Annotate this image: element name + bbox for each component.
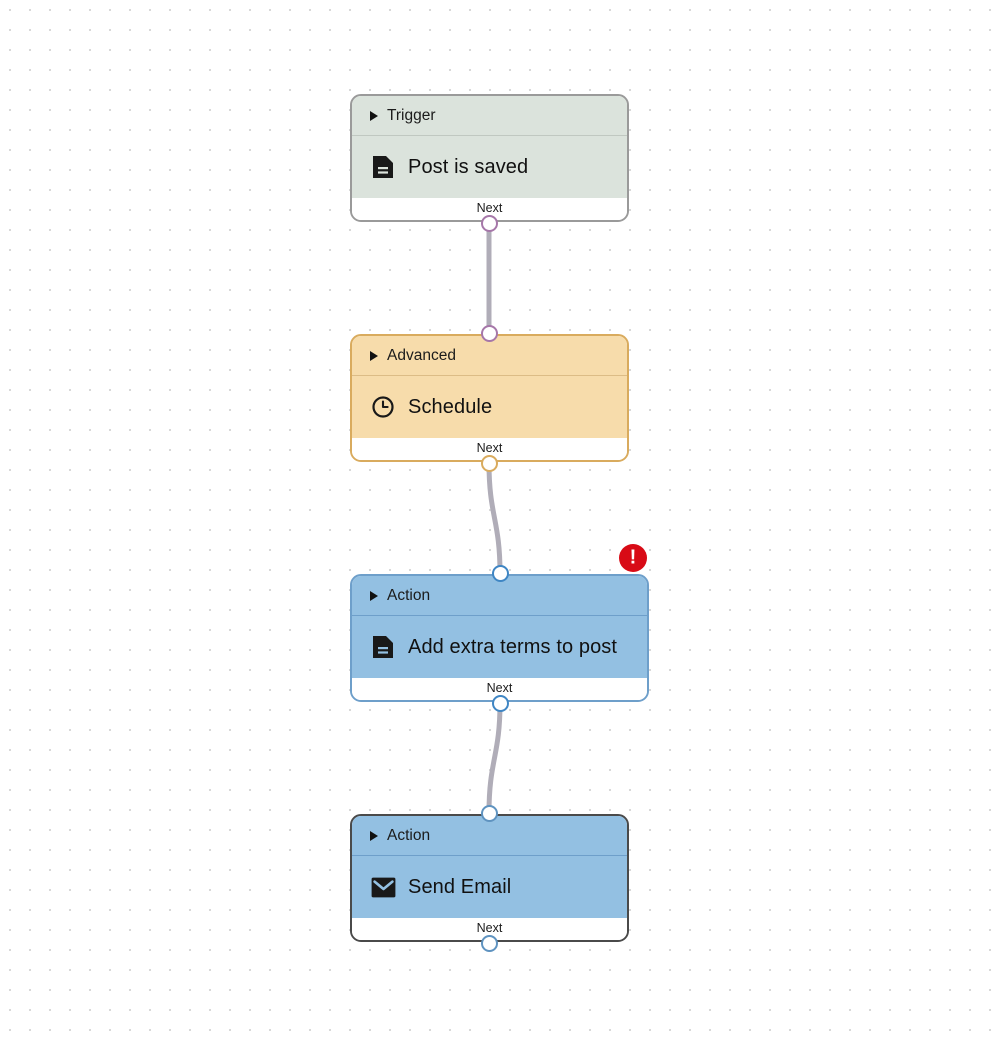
port-trigger-out[interactable] — [480, 214, 498, 232]
node-body-action-terms[interactable]: Add extra terms to post — [352, 616, 647, 678]
node-footer-next[interactable]: Next — [352, 198, 627, 220]
chevron-right-icon[interactable] — [370, 110, 378, 121]
port-terms-in[interactable] — [491, 564, 509, 582]
node-footer-next[interactable]: Next — [352, 918, 627, 940]
node-title: Post is saved — [408, 155, 529, 178]
chevron-right-icon[interactable] — [370, 830, 378, 841]
workflow-node-action-terms[interactable]: Action Add extra terms to post Next — [350, 574, 649, 702]
node-header-advanced[interactable]: Advanced — [352, 336, 627, 375]
port-email-in[interactable] — [480, 804, 498, 822]
chevron-right-icon[interactable] — [370, 350, 378, 361]
edge-advanced-to-terms — [486, 460, 503, 576]
port-email-out[interactable] — [480, 934, 498, 952]
node-header-action-email[interactable]: Action — [352, 816, 627, 855]
chevron-right-icon[interactable] — [370, 590, 378, 601]
node-divider — [352, 615, 647, 616]
node-footer-label: Next — [486, 681, 513, 695]
node-header-label: Advanced — [387, 346, 456, 364]
node-footer-next[interactable]: Next — [352, 438, 627, 460]
node-header-label: Action — [387, 826, 431, 844]
node-divider — [352, 135, 627, 136]
node-footer-next[interactable]: Next — [352, 678, 647, 700]
node-footer-label: Next — [476, 921, 503, 935]
edge-terms-to-email — [486, 700, 503, 816]
node-divider — [352, 855, 627, 856]
document-icon — [370, 634, 396, 660]
node-body-action-email[interactable]: Send Email — [352, 856, 627, 918]
node-divider — [352, 375, 627, 376]
node-title: Add extra terms to post — [408, 635, 618, 658]
workflow-node-advanced[interactable]: Advanced Schedule Next — [350, 334, 629, 462]
node-body-advanced[interactable]: Schedule — [352, 376, 627, 438]
node-footer-label: Next — [476, 201, 503, 215]
node-header-trigger[interactable]: Trigger — [352, 96, 627, 135]
error-badge-action-terms[interactable]: ! — [619, 544, 647, 572]
port-terms-out[interactable] — [491, 694, 509, 712]
document-icon — [370, 154, 396, 180]
node-title: Schedule — [408, 395, 493, 418]
node-title: Send Email — [408, 875, 512, 898]
port-advanced-in[interactable] — [480, 324, 498, 342]
envelope-icon — [370, 874, 396, 900]
workflow-node-trigger[interactable]: Trigger Post is saved Next — [350, 94, 629, 222]
workflow-node-action-email[interactable]: Action Send Email Next — [350, 814, 629, 942]
node-footer-label: Next — [476, 441, 503, 455]
node-header-action-terms[interactable]: Action — [352, 576, 647, 615]
exclamation-icon: ! — [629, 546, 637, 569]
port-advanced-out[interactable] — [480, 454, 498, 472]
clock-icon — [370, 394, 396, 420]
node-body-trigger[interactable]: Post is saved — [352, 136, 627, 198]
node-header-label: Trigger — [387, 106, 436, 124]
node-header-label: Action — [387, 586, 431, 604]
